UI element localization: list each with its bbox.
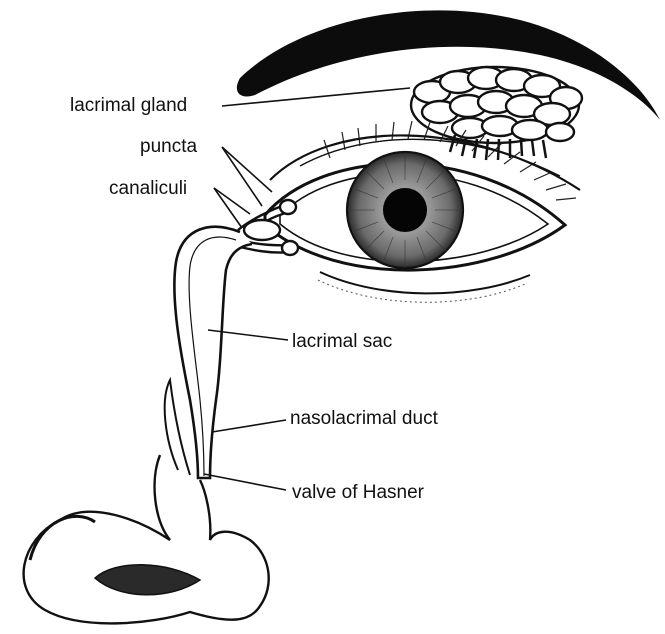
nostril [95,565,200,595]
label-lacrimal-sac: lacrimal sac [292,332,392,351]
label-canaliculi: canaliculi [109,179,187,198]
label-nasolacrimal-duct: nasolacrimal duct [290,409,438,428]
lacrimal-gland-shape [411,67,582,143]
label-lacrimal-gland: lacrimal gland [70,96,187,115]
nose-ala-left [30,516,95,560]
label-puncta: puncta [140,137,197,156]
lower-lid [320,272,530,293]
lacrimal-sac-duct [174,227,252,478]
label-valve-of-hasner: valve of Hasner [292,483,424,502]
nose-bridge [165,380,190,475]
pupil [383,188,427,232]
